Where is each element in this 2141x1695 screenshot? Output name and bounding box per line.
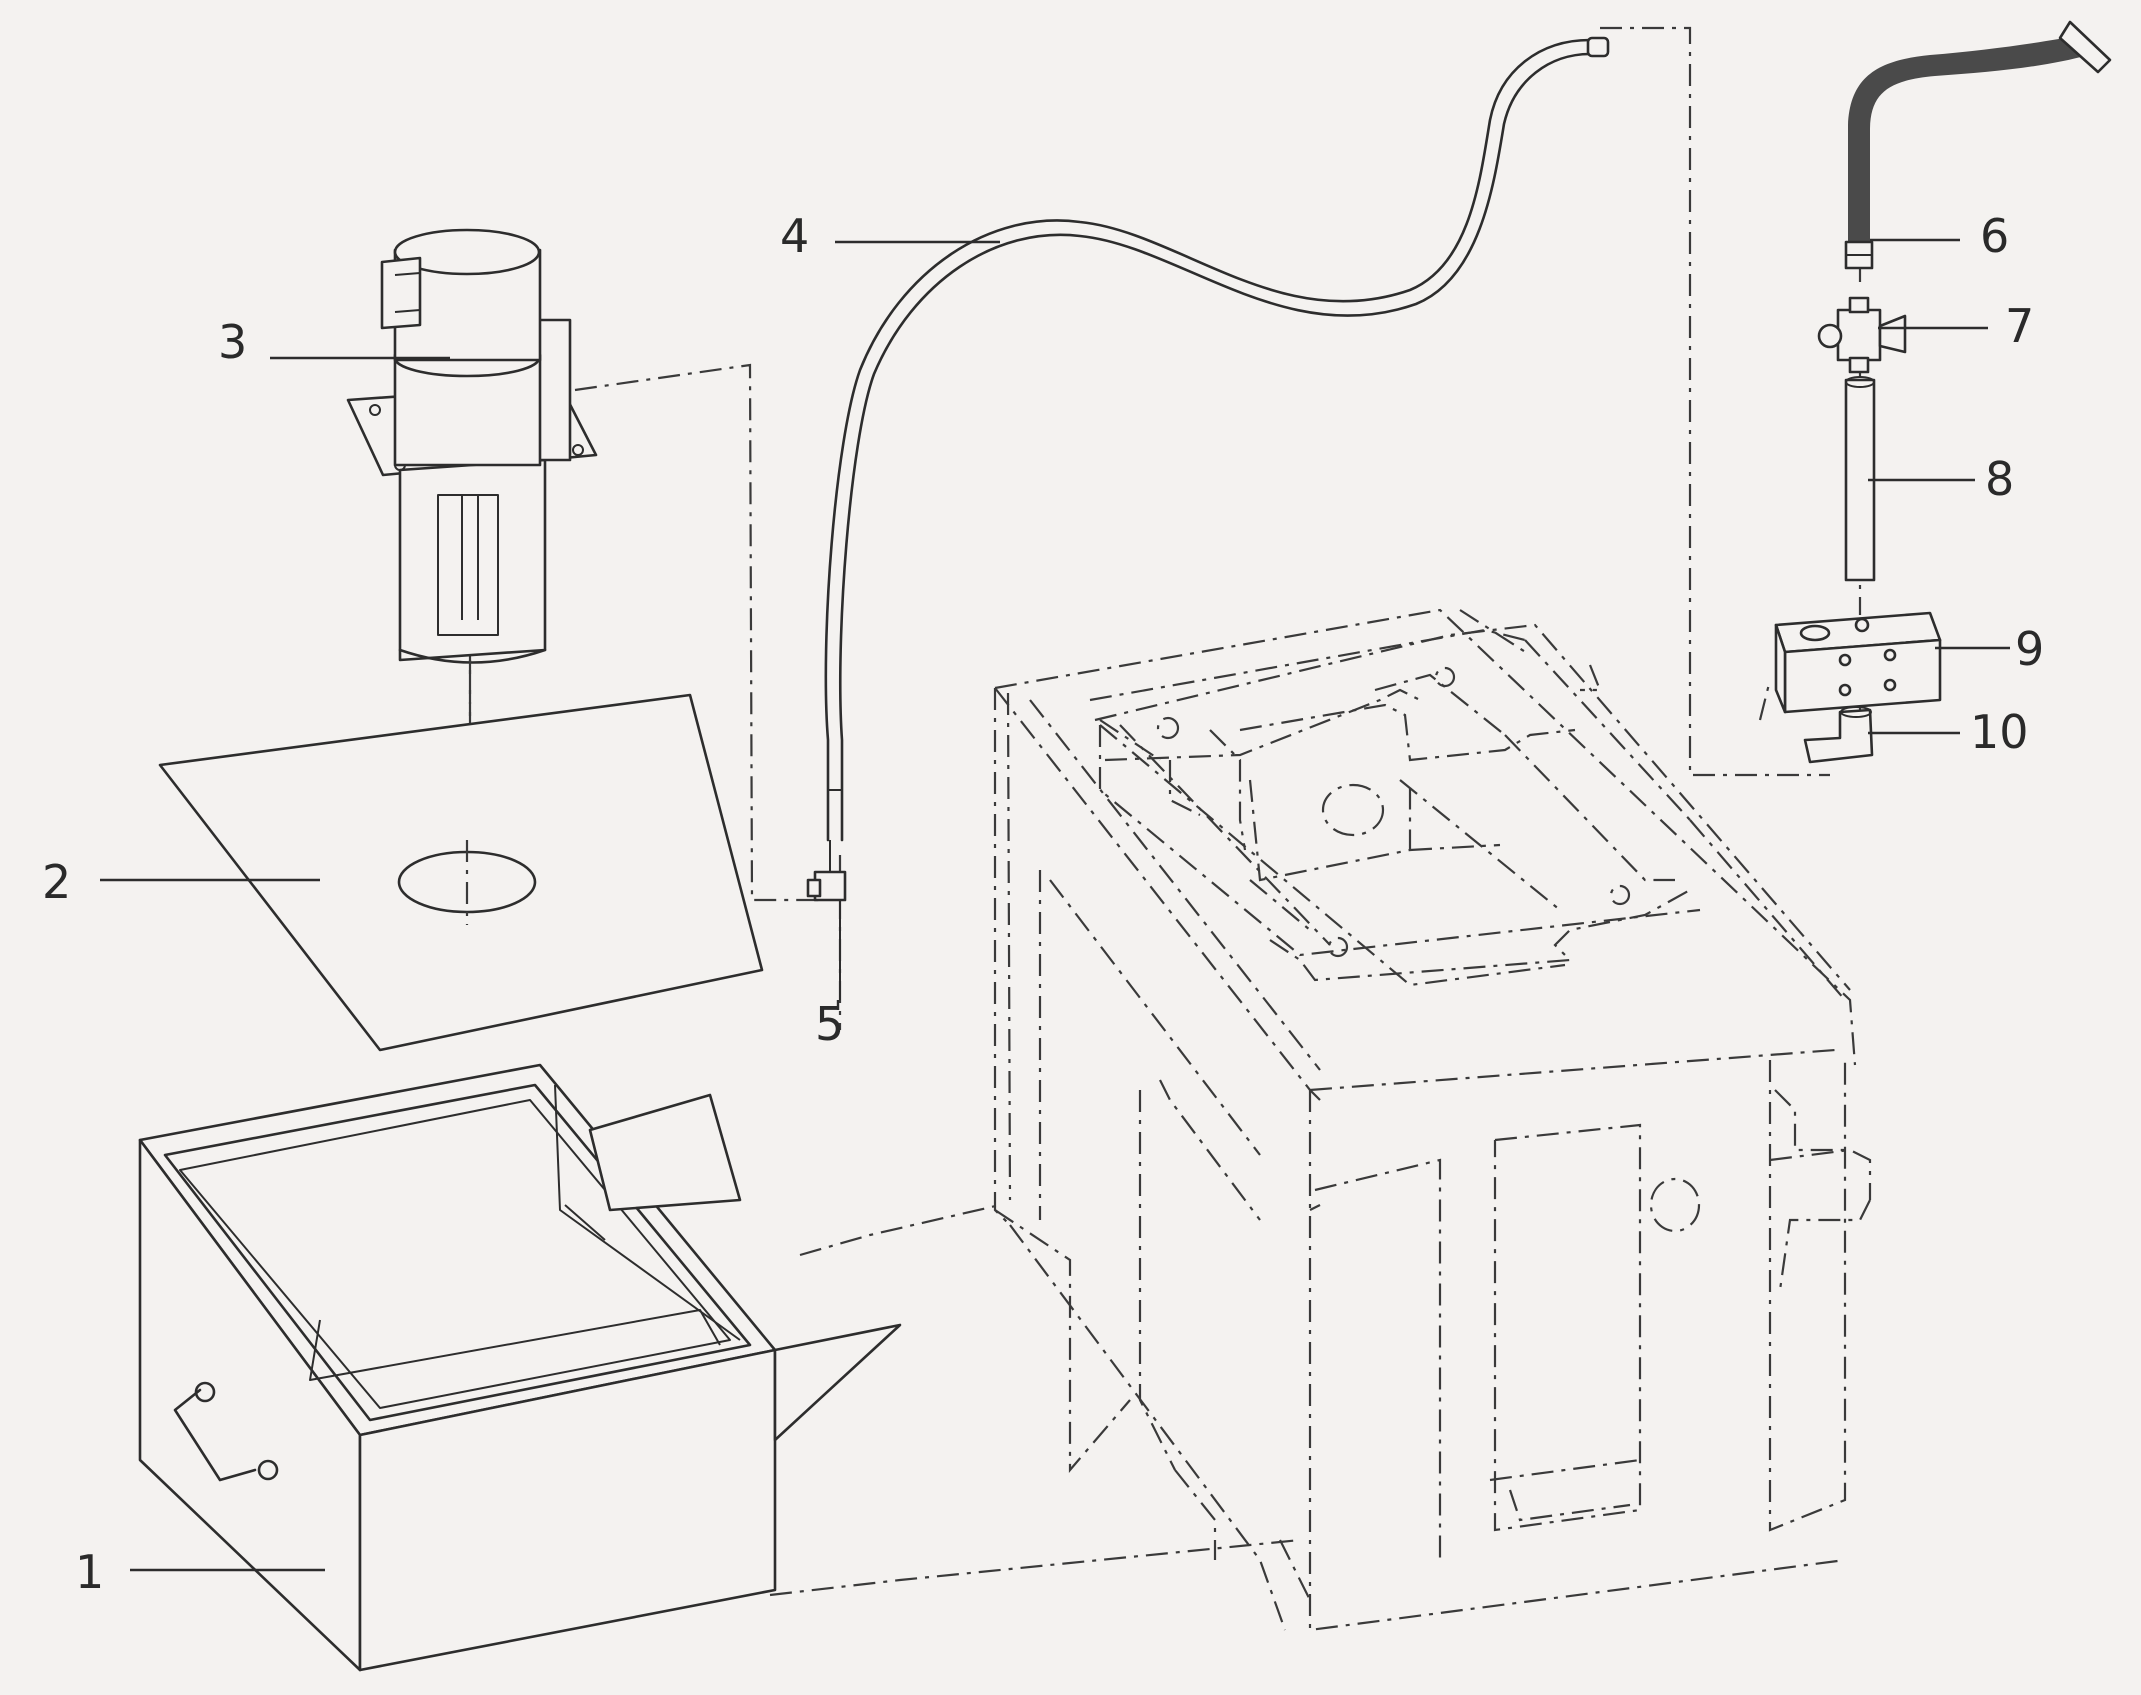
coolant-tank [138,1063,902,1672]
callout-2: 2 [42,855,71,909]
coolant-hose [824,36,1610,842]
connecting-pipe [1844,376,1876,582]
shutoff-valve [1817,296,1907,374]
machine-base-casting [993,608,1872,1632]
callout-10: 10 [1970,705,2029,759]
callout-7: 7 [2005,299,2034,353]
mounting-block [1774,611,1942,714]
callout-6: 6 [1980,209,2009,263]
callout-3: 3 [218,315,247,369]
elbow-fitting [1803,706,1874,764]
callout-labels: 1 2 3 4 5 6 7 8 9 10 [42,209,2044,1599]
callout-4: 4 [780,209,809,263]
coolant-nozzle [1844,20,2112,270]
callout-1: 1 [75,1545,104,1599]
tank-cover-plate [158,693,764,1052]
leader-lines [100,238,2010,1572]
callout-5: 5 [815,997,844,1051]
hose-fitting [806,840,847,1000]
coolant-pump-motor [346,228,598,925]
callout-8: 8 [1985,452,2014,506]
callout-9: 9 [2015,622,2044,676]
